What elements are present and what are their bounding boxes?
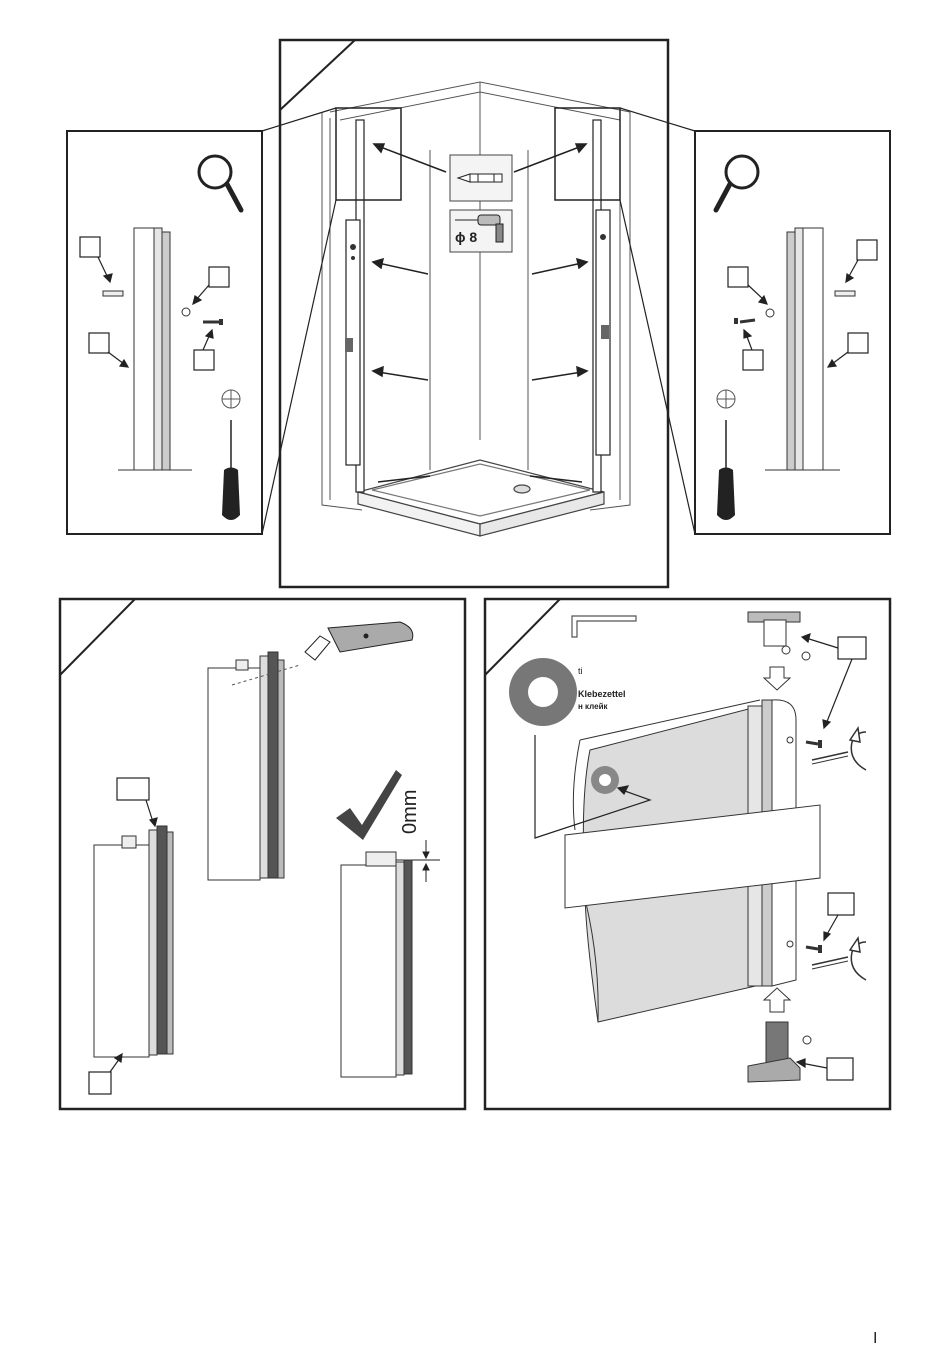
callout-box-step2-bottom	[89, 1072, 111, 1094]
phillips-head-icon	[717, 390, 735, 408]
callout-box-right-3	[848, 333, 868, 353]
callout-box-left-4	[194, 350, 214, 370]
detail-panel-right	[695, 131, 890, 534]
seal-profile-left	[94, 826, 173, 1057]
callout-box-step3-2	[828, 893, 854, 915]
callout-box-left-2	[209, 267, 229, 287]
callout-box-left-3	[89, 333, 109, 353]
sticker-label-3: н клейк	[578, 702, 609, 711]
gap-label: 0mm	[399, 790, 421, 834]
step1-main-panel: ϕ 8	[262, 40, 695, 587]
sticker-icon	[509, 658, 577, 726]
callout-box-left-1	[80, 237, 100, 257]
callout-box-step3-1	[838, 637, 866, 659]
washer-icon	[766, 309, 774, 317]
page-number: I	[873, 1330, 877, 1348]
phillips-head-icon	[222, 390, 240, 408]
seal-profile-right	[341, 852, 412, 1077]
sticker-label-2: Klebezettel	[578, 689, 626, 699]
sticker-label-1: ti	[578, 666, 583, 676]
callout-box-step2-top	[117, 778, 149, 800]
sticker-on-glass	[591, 766, 619, 794]
pencil-panel	[450, 155, 512, 201]
detail-panel-left	[67, 131, 262, 534]
dowel-icon	[103, 291, 123, 296]
drill-size-label: ϕ 8	[455, 229, 477, 245]
callout-box-right-1	[857, 240, 877, 260]
step2-panel: 0mm	[60, 599, 465, 1109]
callout-box-right-4	[743, 350, 763, 370]
washer-icon	[182, 308, 190, 316]
dowel-icon	[835, 291, 855, 296]
callout-box-right-2	[728, 267, 748, 287]
drill-panel: ϕ 8	[450, 210, 512, 252]
step3-panel: ti Klebezettel н клейк	[485, 599, 890, 1109]
callout-box-step3-3	[827, 1058, 853, 1080]
